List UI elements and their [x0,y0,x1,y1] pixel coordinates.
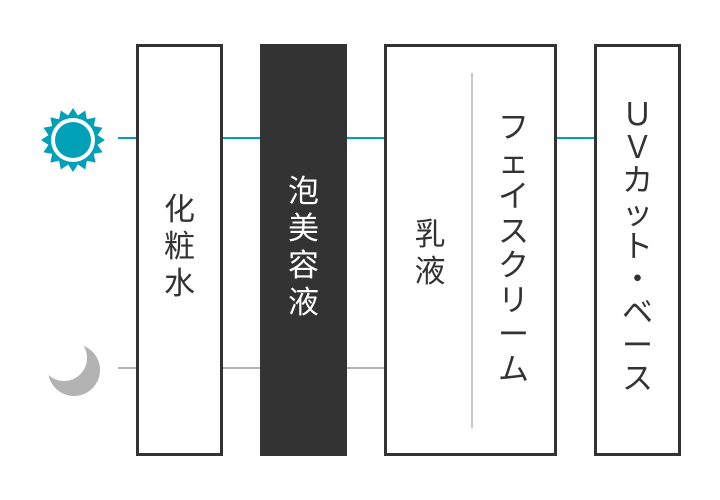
step-toner-label: 化 粧 水 [164,192,195,302]
step-uv-base-box: Ｕ Ｖ カ ッ ト ・ ベ ー ス [594,44,681,456]
step-emulsion-label: 乳 液 [414,217,446,290]
step-uv-base-label: Ｕ Ｖ カ ッ ト ・ ベ ー ス [622,97,653,397]
step-toner-box: 化 粧 水 [136,44,223,456]
morning-timeline-line [118,137,598,139]
sun-icon [41,108,105,172]
step-emulsion-cream-box: 乳 液 フ ェ イ ス ク リ ー ム [384,44,557,456]
step-face-cream-label: フ ェ イ ス ク リ ー ム [498,110,529,388]
step-foam-serum-label: 泡 美 容 液 [288,174,319,321]
night-timeline-line [118,367,388,369]
step-foam-serum-box: 泡 美 容 液 [260,44,347,456]
moon-icon [48,344,100,396]
step-divider [471,73,473,428]
